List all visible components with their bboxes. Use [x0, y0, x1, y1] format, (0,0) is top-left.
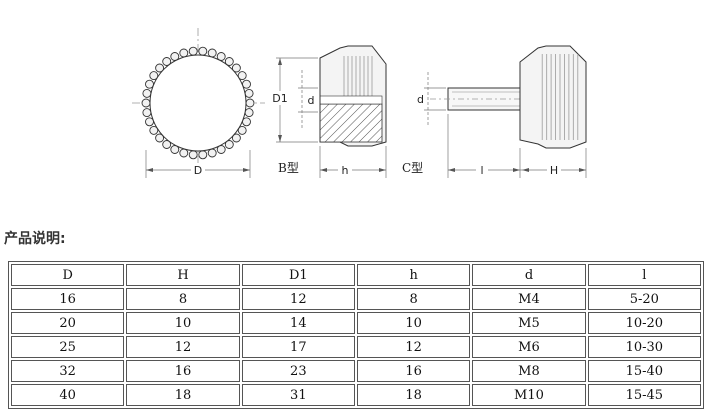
dim-H-label: H	[550, 164, 558, 177]
type-c-label: C型	[402, 161, 423, 175]
header-cell-l: l	[587, 264, 701, 286]
table-cell: M6	[472, 336, 586, 358]
table-row: 16 8 12 8 M4 5-20	[11, 288, 701, 310]
table-cell: 31	[241, 384, 355, 406]
table-cell: 10-20	[587, 312, 701, 334]
table-cell: 18	[126, 384, 240, 406]
header-cell-h: h	[356, 264, 471, 286]
table-cell: 40	[11, 384, 125, 406]
table-row: 32 16 23 16 M8 15-40	[11, 360, 701, 382]
table-cell: 8	[356, 288, 471, 310]
table-cell: M8	[472, 360, 586, 382]
table-cell: 16	[11, 288, 125, 310]
type-c-view: d l H C型	[402, 45, 587, 178]
knurl-grooves-c	[541, 54, 579, 140]
table-cell: M4	[472, 288, 586, 310]
table-cell: 14	[241, 312, 355, 334]
dim-D-label: D	[194, 164, 202, 177]
header-cell-D: D	[11, 264, 125, 286]
table-cell: 16	[126, 360, 240, 382]
table-cell: 17	[241, 336, 355, 358]
dim-h-label: h	[342, 164, 349, 177]
table-row: 25 12 17 12 M6 10-30	[11, 336, 701, 358]
table-cell: 10	[356, 312, 471, 334]
table-cell: 23	[241, 360, 355, 382]
table-cell: 32	[11, 360, 125, 382]
type-b-view: D1 d h B型	[272, 45, 387, 178]
header-cell-H: H	[126, 264, 240, 286]
knurl-grooves-b	[343, 56, 373, 96]
dim-D1-label: D1	[272, 92, 287, 105]
table-cell: 12	[241, 288, 355, 310]
table-cell: 10	[126, 312, 240, 334]
table-cell: 12	[356, 336, 471, 358]
dim-d-b-label: d	[308, 94, 315, 107]
table-row: 20 10 14 10 M5 10-20	[11, 312, 701, 334]
table-cell: 10-30	[587, 336, 701, 358]
table-row: 40 18 31 18 M10 15-45	[11, 384, 701, 406]
table-cell: 20	[11, 312, 125, 334]
dim-d-c-label: d	[417, 93, 424, 106]
table-cell: 8	[126, 288, 240, 310]
technical-drawing: D D1 d h B型	[132, 28, 587, 178]
header-cell-d: d	[472, 264, 586, 286]
table-header-row: D H D1 h d l	[11, 264, 701, 286]
table-cell: M5	[472, 312, 586, 334]
table-cell: 15-45	[587, 384, 701, 406]
front-view: D	[132, 28, 265, 178]
spec-table: D H D1 h d l 16 8 12 8 M4 5-20 20 10 14 …	[8, 261, 704, 409]
table-cell: M10	[472, 384, 586, 406]
section-title: 产品说明:	[4, 231, 66, 247]
table-cell: 5-20	[587, 288, 701, 310]
table-cell: 25	[11, 336, 125, 358]
table-cell: 15-40	[587, 360, 701, 382]
header-cell-D1: D1	[241, 264, 355, 286]
table-cell: 12	[126, 336, 240, 358]
table-cell: 16	[356, 360, 471, 382]
table-cell: 18	[356, 384, 471, 406]
type-b-label: B型	[278, 161, 299, 175]
dim-l-label: l	[480, 164, 483, 177]
knurled-rim	[141, 46, 255, 160]
